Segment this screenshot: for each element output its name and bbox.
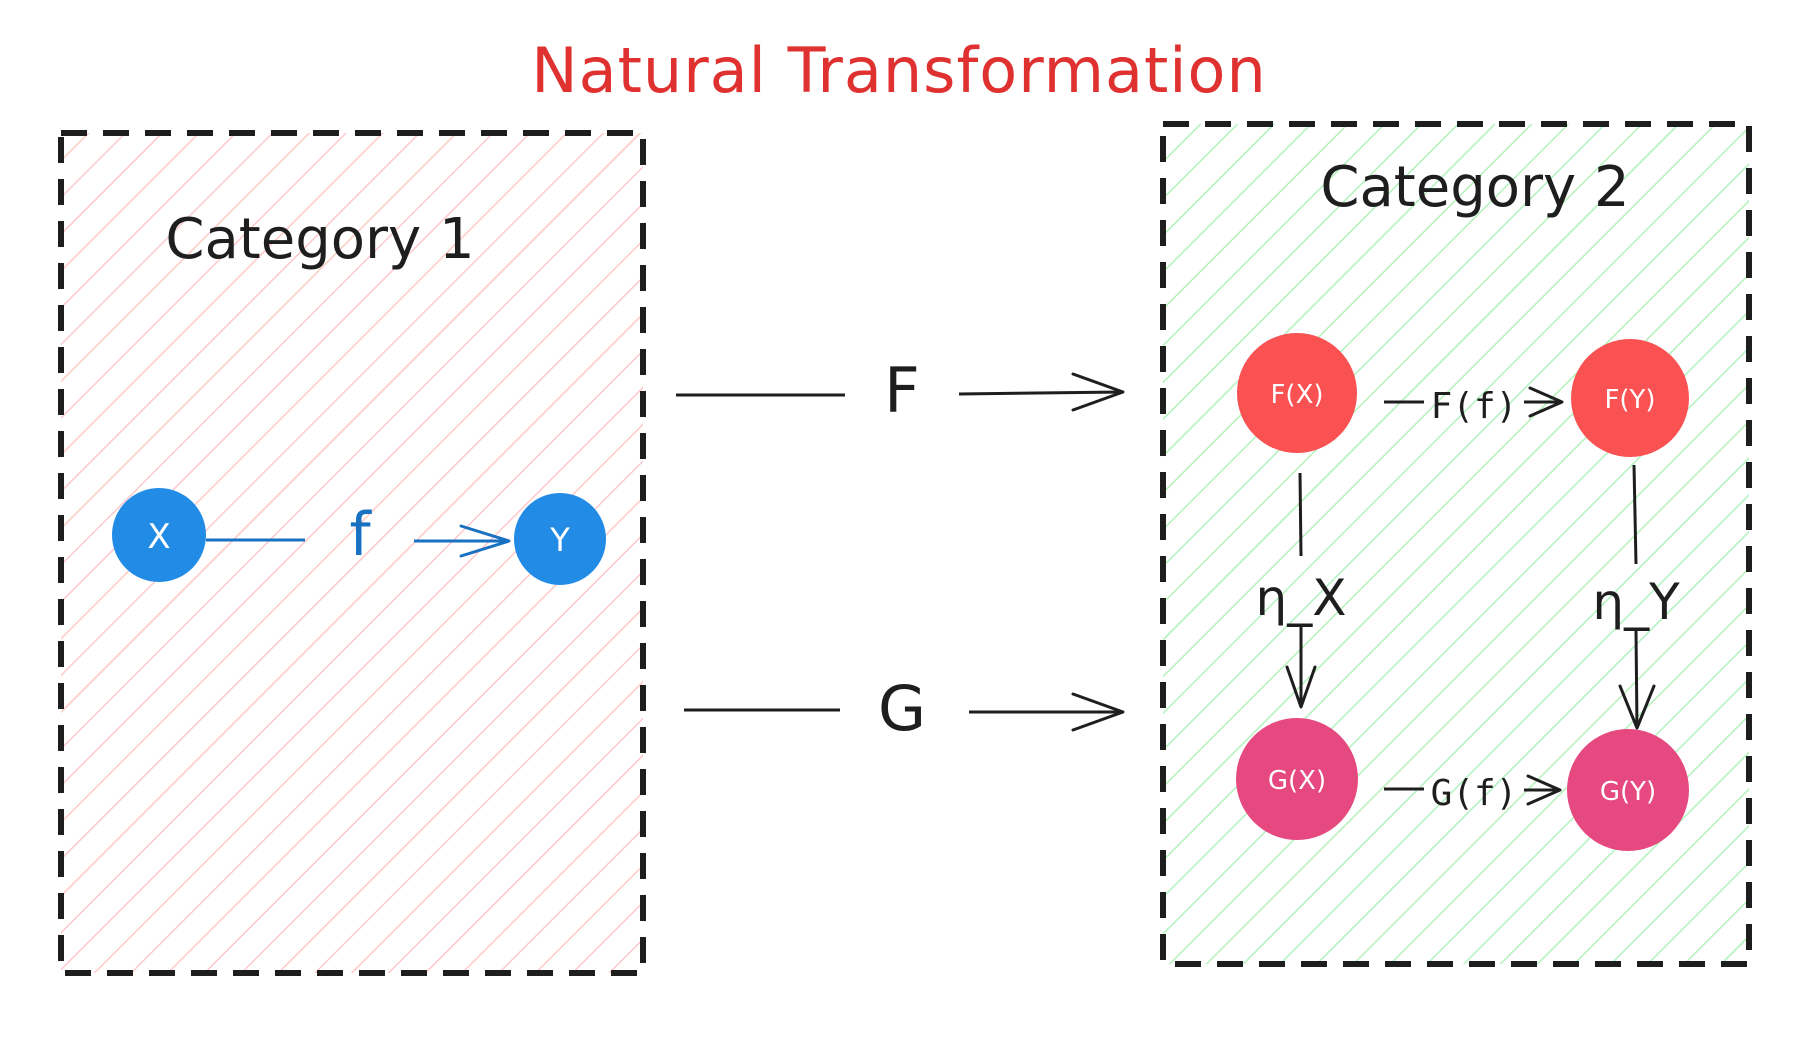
ff-arrowhead — [1528, 386, 1564, 418]
category-1-box: Category 1 f X Y — [58, 130, 646, 976]
node-fx — [1237, 333, 1357, 453]
gf-morphism-label: G(f) — [1431, 773, 1518, 814]
category-1-label: Category 1 — [165, 207, 474, 272]
diagram-title: Natural Transformation — [531, 34, 1267, 107]
node-fy — [1571, 339, 1689, 457]
node-gy — [1567, 729, 1689, 851]
functor-f-arrowhead — [1071, 372, 1125, 412]
ff-morphism-label: F(f) — [1431, 386, 1518, 427]
functor-g-label: G — [878, 672, 926, 745]
eta-x-label: η_X — [1256, 569, 1347, 627]
node-gx-label: G(X) — [1268, 766, 1326, 796]
node-fx-label: F(X) — [1270, 380, 1323, 410]
category-2-label: Category 2 — [1320, 155, 1629, 220]
node-y — [514, 493, 606, 585]
functor-g-arrowhead — [1071, 692, 1125, 732]
morphism-f-label: f — [349, 500, 372, 570]
node-gx — [1236, 718, 1358, 840]
node-fy-label: F(Y) — [1604, 385, 1655, 415]
eta-x-arrowhead — [1285, 665, 1317, 709]
functor-g-arrow: G — [684, 672, 1125, 745]
node-gy-label: G(Y) — [1600, 777, 1656, 807]
functor-f-label: F — [884, 354, 920, 427]
category-2-box: Category 2 F(f) G(f) η_X η_Y F(X) F(Y) G… — [1160, 121, 1752, 967]
eta-y-label: η_Y — [1592, 573, 1680, 631]
gf-arrowhead — [1526, 774, 1562, 806]
node-x-label: X — [147, 517, 170, 557]
node-x — [112, 488, 206, 582]
eta-y-arrowhead — [1618, 684, 1656, 730]
node-y-label: Y — [549, 521, 570, 559]
morphism-f-arrowhead — [459, 524, 511, 558]
functor-f-arrow: F — [676, 354, 1125, 427]
